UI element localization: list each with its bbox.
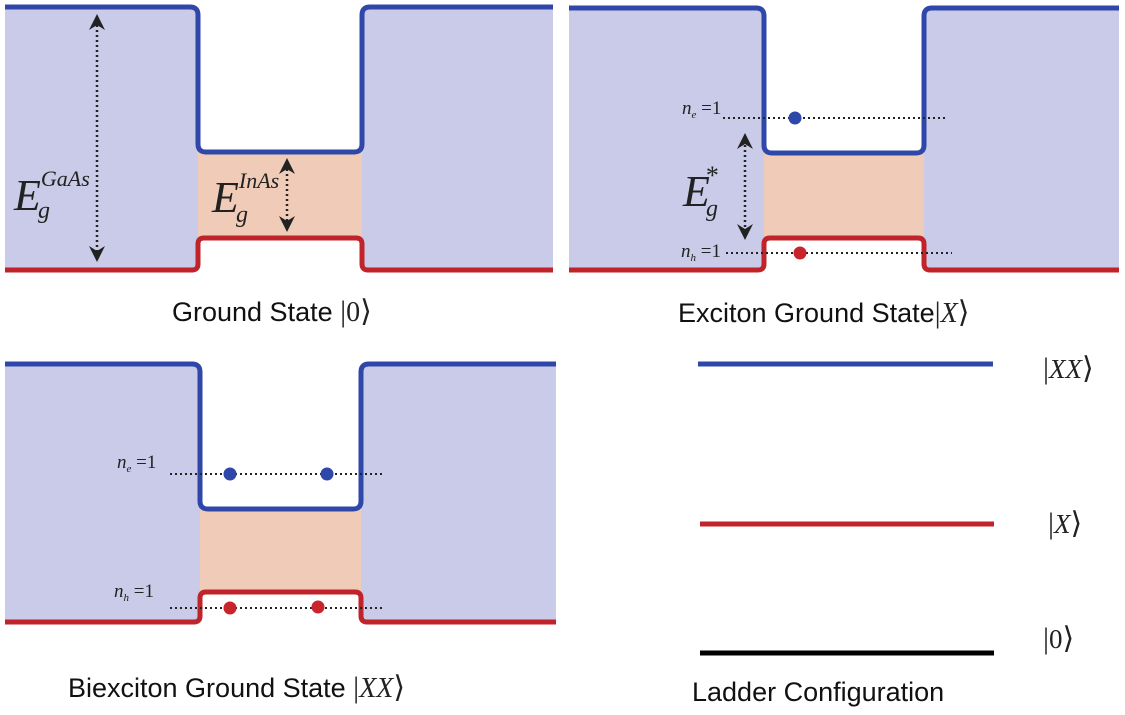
caption-ladder-configuration: Ladder Configuration [692, 677, 944, 707]
gaas-gap-label: EGaAs [13, 166, 90, 220]
barrier-right-region [924, 8, 1119, 270]
ket-xx-label: |XX⟩ [1043, 352, 1094, 385]
arrow-head-down [737, 224, 753, 240]
arrow-head-down [89, 246, 105, 262]
well-region [764, 153, 924, 238]
barrier-right-region [362, 7, 553, 270]
hole-dot [793, 246, 807, 260]
well-region [198, 152, 362, 238]
barrier-right-region [361, 364, 556, 622]
nh-label: nh =1 [681, 241, 721, 264]
caption-biexciton-ground-state: Biexciton Ground State |XX⟩ [68, 671, 405, 704]
arrow-head-up [89, 14, 105, 30]
ne-label: ne =1 [117, 452, 156, 475]
ket-0-label: |0⟩ [1043, 622, 1074, 655]
electron-dot [788, 111, 802, 125]
caption-ground-state: Ground State |0⟩ [172, 295, 372, 328]
ket-x-label: |X⟩ [1048, 507, 1082, 540]
conduction-band-edge [5, 361, 556, 512]
gaas-sup: GaAs [41, 166, 90, 191]
arrow-head-up [737, 133, 753, 149]
conduction-band-edge [5, 4, 553, 155]
panel-ground-state: EGaAs g EInAs g Ground State |0⟩ [5, 4, 553, 328]
arrow-head-down [279, 216, 295, 232]
electron-dot [223, 467, 237, 481]
nh-label: nh =1 [114, 581, 154, 604]
barrier-left-region [5, 364, 200, 622]
arrow-head-up [279, 158, 295, 174]
inas-gap-label: EInAs [211, 168, 279, 222]
valence-band-edge [5, 589, 556, 625]
inas-sub: g [236, 202, 248, 228]
caption-exciton-ground-state: Exciton Ground State|X⟩ [678, 296, 970, 329]
exciton-gap-sub: g [706, 196, 718, 222]
hole-dot [223, 601, 237, 615]
ne-label: ne =1 [682, 98, 721, 121]
gaas-sub: g [38, 198, 50, 224]
valence-band-edge [569, 235, 1119, 273]
panel-biexciton-ground-state: ne =1 nh =1 Biexciton Ground State |XX⟩ [5, 361, 556, 704]
barrier-left-region [5, 7, 198, 270]
panel-exciton-ground-state: ne =1 nh =1 E* g Exciton Ground State|X⟩ [569, 5, 1119, 329]
exciton-gap-label: E* [682, 161, 719, 216]
electron-dot [320, 467, 334, 481]
hole-dot [311, 600, 325, 614]
panel-ladder-configuration: |XX⟩ |X⟩ |0⟩ Ladder Configuration [692, 352, 1094, 707]
barrier-left-region [569, 8, 764, 270]
well-region [200, 509, 361, 592]
valence-band-edge [5, 235, 553, 273]
conduction-band-edge [569, 5, 1119, 156]
